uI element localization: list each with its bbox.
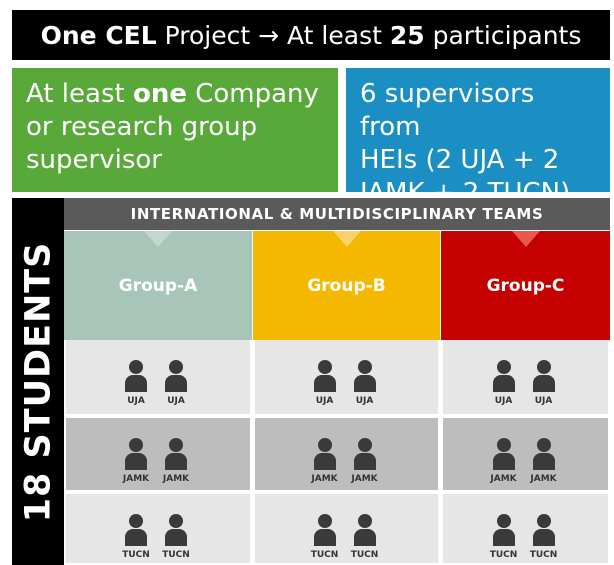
triangle-down-icon xyxy=(511,231,540,247)
students-label-wrap: 18 STUDENTS xyxy=(12,198,64,565)
student-label: TUCN xyxy=(350,550,379,560)
group-header-group-a: Group-A xyxy=(64,231,252,340)
student-label: TUCN xyxy=(162,550,190,560)
student-cell xyxy=(66,494,250,563)
student-label: TUCN xyxy=(122,550,150,560)
student-label: TUCN xyxy=(310,550,339,560)
student-label: UJA xyxy=(355,396,374,406)
person-icon xyxy=(492,360,515,392)
person-icon xyxy=(353,438,376,470)
company-supervisor-box: At least one Company or research group s… xyxy=(12,68,338,192)
group-header-group-c: Group-C xyxy=(441,231,610,340)
person-icon xyxy=(532,438,555,470)
student-cell xyxy=(66,418,250,490)
student-cell xyxy=(443,494,608,563)
triangle-down-icon xyxy=(332,231,361,247)
student-label: UJA xyxy=(534,396,553,406)
title-project: One CEL xyxy=(40,20,157,50)
student-cell xyxy=(255,418,438,490)
person-icon xyxy=(125,360,147,392)
person-icon xyxy=(165,438,187,470)
student-label: UJA xyxy=(494,396,513,406)
group-label: Group-B xyxy=(307,275,386,296)
student-label: UJA xyxy=(315,396,334,406)
student-label: JAMK xyxy=(351,474,378,484)
person-icon xyxy=(125,438,147,470)
company-supervisor-line3: supervisor xyxy=(26,145,162,175)
sup-left-l1-bold: one xyxy=(132,79,187,109)
title-bar: One CEL Project → At least 25 participan… xyxy=(12,10,610,60)
student-label: TUCN xyxy=(529,550,558,560)
person-icon xyxy=(532,514,555,546)
student-label: JAMK xyxy=(162,474,190,484)
hei-supervisors-line1: 6 supervisors from xyxy=(360,79,535,142)
student-cell xyxy=(443,418,608,490)
student-label: JAMK xyxy=(311,474,338,484)
student-label: TUCN xyxy=(489,550,518,560)
sup-left-l1-post: Company xyxy=(195,79,319,109)
company-supervisor-line1: At least one Company xyxy=(26,78,324,111)
person-icon xyxy=(353,514,376,546)
person-icon xyxy=(492,438,515,470)
company-supervisor-line2: or research group xyxy=(26,112,258,142)
student-label: UJA xyxy=(127,396,145,406)
person-icon xyxy=(313,514,336,546)
sup-left-l1-pre: At least xyxy=(26,79,125,109)
person-icon xyxy=(165,514,187,546)
student-cell xyxy=(255,340,438,414)
person-icon xyxy=(313,438,336,470)
person-icon xyxy=(125,514,147,546)
students-label: 18 STUDENTS xyxy=(18,241,59,522)
student-cell xyxy=(255,494,438,563)
hei-supervisors-box: 6 supervisors from HEIs (2 UJA + 2 JAMK … xyxy=(346,68,610,208)
group-header-group-b: Group-B xyxy=(253,231,440,340)
teams-header: INTERNATIONAL & MULTIDISCIPLINARY TEAMS xyxy=(64,198,610,230)
title-number: 25 xyxy=(389,20,425,50)
group-label: Group-C xyxy=(486,275,565,296)
hei-supervisors-line2: HEIs (2 UJA + 2 xyxy=(360,145,560,175)
student-label: UJA xyxy=(167,396,185,406)
title-post: participants xyxy=(432,20,582,50)
triangle-down-icon xyxy=(144,231,172,247)
person-icon xyxy=(165,360,187,392)
student-cell xyxy=(443,340,608,414)
student-cell xyxy=(66,340,250,414)
students-bar xyxy=(12,198,64,565)
person-icon xyxy=(492,514,515,546)
student-label: JAMK xyxy=(530,474,557,484)
student-label: JAMK xyxy=(122,474,150,484)
student-label: JAMK xyxy=(490,474,517,484)
group-label: Group-A xyxy=(118,275,198,296)
person-icon xyxy=(532,360,555,392)
title-mid: Project → At least xyxy=(164,20,382,50)
person-icon xyxy=(353,360,376,392)
person-icon xyxy=(313,360,336,392)
